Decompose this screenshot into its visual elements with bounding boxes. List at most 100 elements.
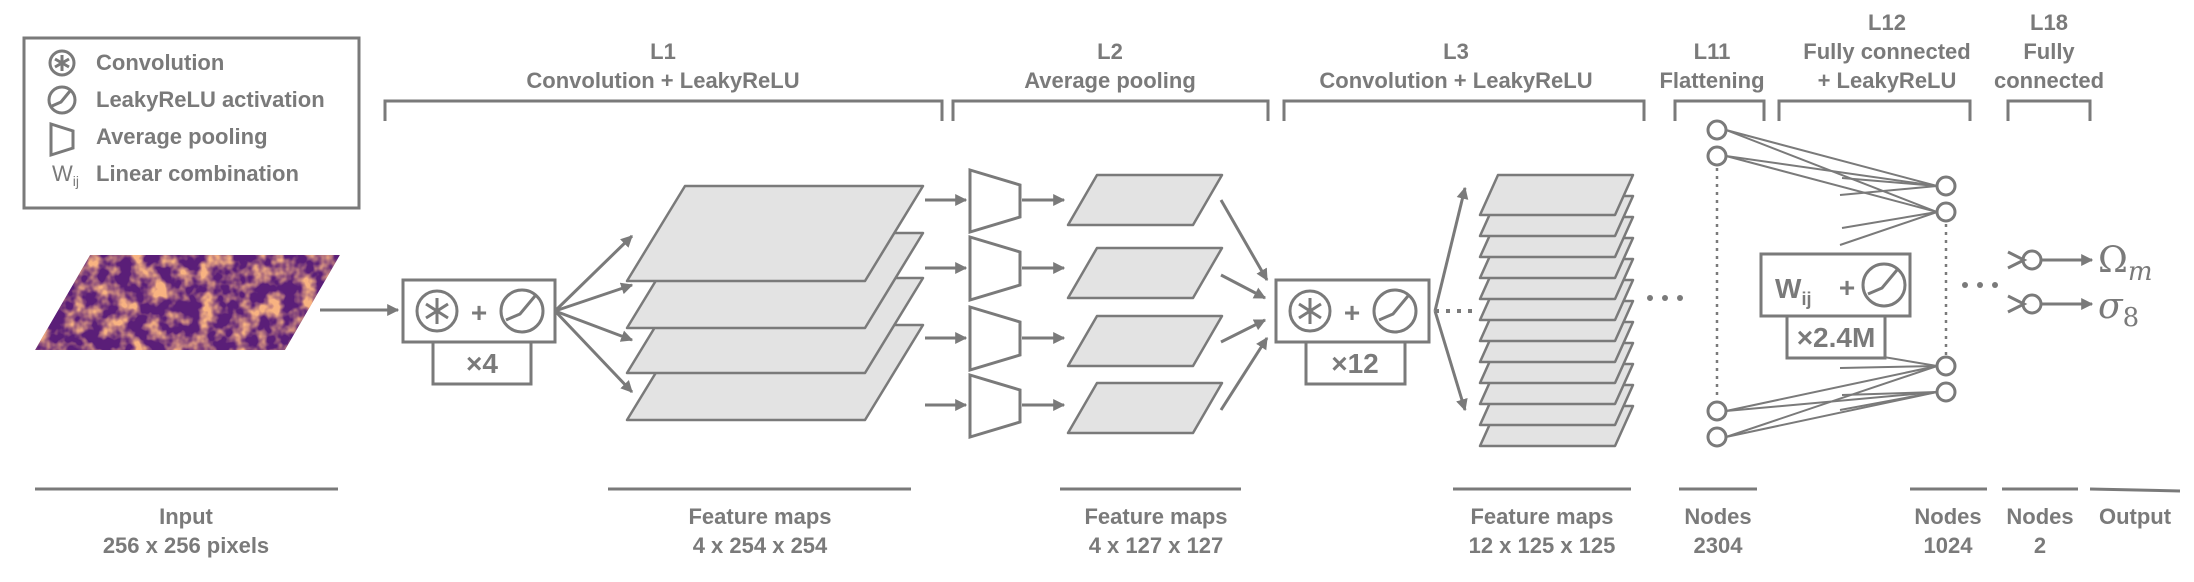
l11-bracket	[1673, 99, 1766, 121]
nodes3-detail: 2	[2034, 533, 2046, 558]
l3-mult-box	[1304, 340, 1407, 386]
l3-feature-map	[1478, 173, 1635, 217]
fc-connection-line	[1725, 365, 1938, 412]
l1-feature-maps	[625, 184, 925, 422]
convolution-icon	[48, 49, 76, 77]
ellipsis-l12-l18	[1962, 282, 1998, 288]
l3-desc: Convolution + LeakyReLU	[1319, 68, 1592, 93]
legend-linear-symbol: Wij	[52, 161, 79, 189]
bottom-labels: Input 256 x 256 pixels Feature maps 4 x …	[35, 487, 2181, 558]
fc-block: Wij + ×2.4M	[1759, 252, 1912, 360]
l12-desc1: Fully connected	[1803, 39, 1970, 64]
input-title: Input	[159, 504, 213, 529]
pool-branch-1	[925, 167, 1066, 235]
fm3-detail: 12 x 125 x 125	[1469, 533, 1616, 558]
l3-name: L3	[1443, 39, 1469, 64]
legend-convolution-label: Convolution	[96, 50, 224, 75]
l11-desc: Flattening	[1659, 68, 1764, 93]
activation-icon	[1861, 262, 1907, 308]
l3-plus: +	[1344, 297, 1360, 328]
convolution-icon	[415, 289, 459, 333]
legend-linear-label: Linear combination	[96, 161, 299, 186]
fc-connection-line	[1839, 391, 1938, 411]
fm3-title: Feature maps	[1470, 504, 1613, 529]
activation-icon	[47, 85, 77, 115]
l12-bracket	[1777, 99, 1972, 121]
output-title: Output	[2099, 504, 2172, 529]
fc-connection-line	[1725, 155, 1938, 187]
l18-desc1: Fully	[2023, 39, 2075, 64]
fc-connections	[1725, 129, 1938, 438]
l18-bracket	[2006, 99, 2092, 121]
input-image	[35, 255, 340, 350]
fm2-detail: 4 x 127 x 127	[1089, 533, 1224, 558]
l11-nodes	[1706, 119, 1728, 448]
l12-desc2: + LeakyReLU	[1818, 68, 1957, 93]
nodes2-detail: 1024	[1924, 533, 1974, 558]
l2-pooling	[925, 167, 1066, 440]
input-detail: 256 x 256 pixels	[103, 533, 269, 558]
l12-nodes	[1935, 175, 1957, 403]
legend-pooling-label: Average pooling	[96, 124, 268, 149]
pool-branch-4	[925, 372, 1066, 440]
fc-connection-line	[1839, 211, 1938, 246]
l18-name: L18	[2030, 10, 2068, 35]
fc-plus: +	[1839, 272, 1855, 303]
l3-bracket	[1282, 99, 1646, 121]
l18-desc2: connected	[1994, 68, 2104, 93]
fm1-title: Feature maps	[688, 504, 831, 529]
l11-name: L11	[1694, 39, 1731, 64]
l1-multiplier: ×4	[466, 348, 498, 379]
ellipsis-l3-l11	[1647, 295, 1683, 301]
fc-connection-line	[1841, 211, 1938, 229]
legend-activation-label: LeakyReLU activation	[96, 87, 325, 112]
l2-feature-maps	[1066, 173, 1224, 435]
l1-bracket	[383, 99, 944, 121]
l1-mult-box	[431, 340, 533, 386]
fc-connection-line	[1841, 391, 1938, 396]
fc-connection-line	[1841, 177, 1938, 187]
output-underline	[2089, 487, 2181, 493]
layer-headers: L1 Convolution + LeakyReLU L2 Average po…	[383, 10, 2104, 121]
l12-name: L12	[1868, 10, 1906, 35]
pooling-icon	[49, 121, 75, 158]
l3-multiplier: ×12	[1331, 348, 1379, 379]
fc-mult-box	[1785, 314, 1887, 360]
l1-conv-block: + ×4	[401, 278, 557, 386]
fm2-title: Feature maps	[1084, 504, 1227, 529]
l2-name: L2	[1097, 39, 1123, 64]
activation-icon	[1372, 288, 1418, 334]
fc-connection-line	[1725, 365, 1938, 438]
legend: Convolution LeakyReLU activation Average…	[22, 36, 361, 210]
fc-multiplier: ×2.4M	[1797, 322, 1876, 353]
l3-feature-maps	[1478, 173, 1635, 448]
fc-weight-symbol: Wij	[1775, 273, 1811, 309]
nodes2-title: Nodes	[1914, 504, 1981, 529]
pool-branch-3	[925, 304, 1066, 373]
l1-name: L1	[650, 39, 676, 64]
l3-fan-arrows	[1433, 186, 1475, 412]
l3-conv-block: + ×12	[1274, 278, 1431, 386]
fc-connection-line	[1839, 185, 1938, 196]
activation-icon	[499, 288, 545, 334]
l1-desc: Convolution + LeakyReLU	[526, 68, 799, 93]
l1-plus: +	[471, 297, 487, 328]
nodes1-detail: 2304	[1694, 533, 1744, 558]
output-omega: Ωm	[2098, 240, 2153, 287]
pool-branch-2	[925, 234, 1066, 303]
fc-connection-line	[1725, 155, 1938, 213]
l2-bracket	[951, 99, 1270, 121]
fc-connection-line	[1839, 365, 1938, 369]
l1-fan-arrows	[553, 234, 634, 394]
nodes3-title: Nodes	[2006, 504, 2073, 529]
output-sigma: σ8	[2098, 286, 2139, 333]
convolution-icon	[1288, 289, 1332, 333]
l18-nodes	[2007, 249, 2094, 315]
legend-box	[22, 36, 361, 210]
nodes1-title: Nodes	[1684, 504, 1751, 529]
l2-converge-arrows	[1219, 199, 1269, 411]
fc-connection-line	[1725, 129, 1938, 187]
l2-desc: Average pooling	[1024, 68, 1196, 93]
fm1-detail: 4 x 254 x 254	[693, 533, 828, 558]
